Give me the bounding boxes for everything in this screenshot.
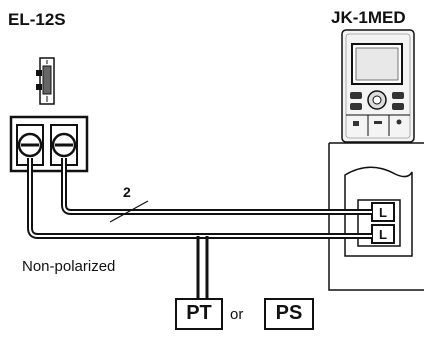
lock-model-label: EL-12S — [8, 10, 66, 29]
monitor-model-label: JK-1MED — [331, 8, 406, 27]
terminal-label-upper: L — [379, 205, 387, 220]
monitor-unit — [341, 29, 415, 143]
strike-terminal-block — [9, 115, 89, 173]
power-option-pt: PT — [175, 298, 223, 330]
polarity-note: Non-polarized — [22, 258, 116, 275]
electric-strike-device — [36, 57, 55, 105]
power-connector-text: or — [230, 306, 244, 323]
wire-count-label: 2 — [123, 184, 131, 200]
wires — [27, 158, 372, 298]
terminal-label-lower: L — [379, 227, 387, 242]
power-option-ps: PS — [264, 298, 314, 330]
